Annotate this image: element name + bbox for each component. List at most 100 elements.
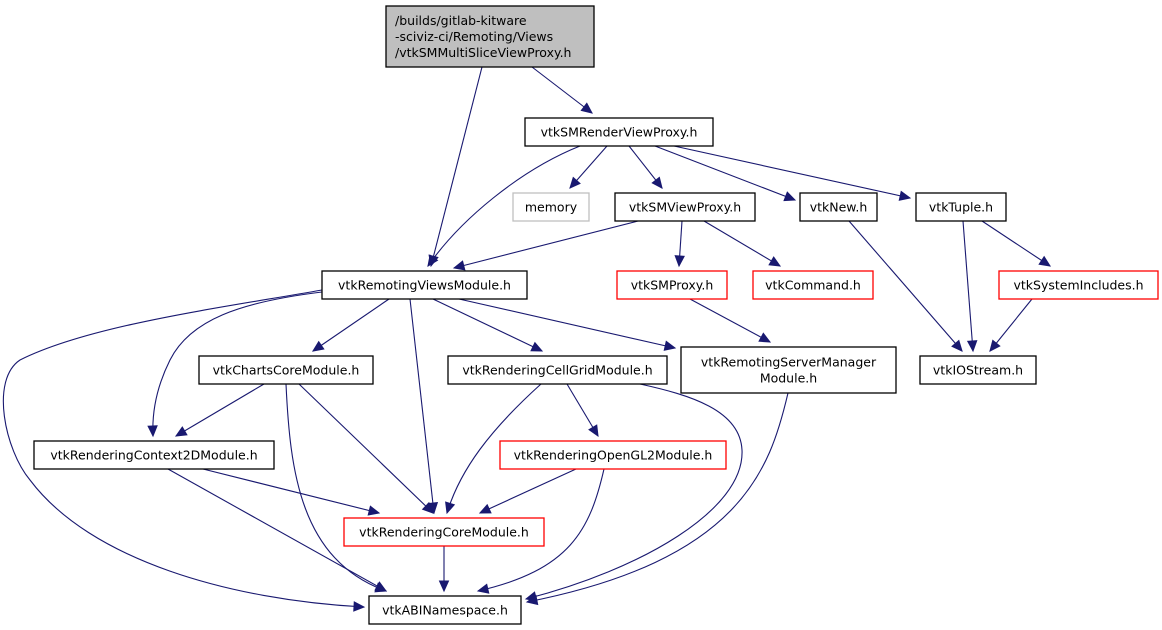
node-box	[919, 355, 1037, 385]
node-renderingcore[interactable]: vtkRenderingCoreModule.h	[343, 517, 545, 547]
edge-root-to-renderviewproxy	[531, 66, 593, 114]
arrowhead-icon	[367, 505, 381, 516]
edge-cellgrid-to-abinamespace	[524, 383, 743, 602]
node-systemincludes[interactable]: vtkSystemIncludes.h	[998, 270, 1159, 300]
edge-line	[312, 298, 390, 352]
node-label: vtkSMProxy.h	[631, 278, 714, 293]
arrowhead-icon	[445, 501, 456, 515]
arrowhead-icon	[476, 583, 490, 594]
edge-opengl2-to-renderingcore	[478, 468, 577, 514]
edge-line	[479, 468, 577, 514]
node-label: vtkSMViewProxy.h	[629, 200, 741, 215]
edge-chartscore-to-renderingcore	[298, 383, 434, 514]
node-label: vtkIOStream.h	[933, 363, 1023, 378]
edge-remotingviews-to-abinamespace	[2, 289, 366, 612]
edge-vtknew-to-iostream	[848, 220, 963, 352]
edge-cellgrid-to-opengl2	[566, 383, 599, 438]
edge-renderviewproxy-to-viewproxy	[628, 145, 663, 189]
node-label: /vtkSMMultiSliceViewProxy.h	[395, 45, 571, 60]
arrowhead-icon	[898, 190, 912, 201]
node-label: vtkRenderingCellGridModule.h	[462, 363, 652, 378]
node-box	[614, 192, 756, 222]
edge-line	[477, 468, 605, 592]
arrowhead-icon	[651, 176, 663, 189]
edge-viewproxy-to-command	[703, 220, 782, 267]
edge-renderingcore-to-abinamespace	[438, 546, 450, 593]
edge-remotingviews-to-servermanager	[458, 298, 677, 351]
edge-renderviewproxy-to-remotingviews	[427, 145, 581, 267]
edge-line	[427, 145, 581, 267]
arrowhead-icon	[951, 339, 963, 352]
edge-viewproxy-to-smproxy	[674, 220, 685, 268]
arrowhead-icon	[421, 501, 434, 514]
node-label: vtkRemotingViewsModule.h	[338, 278, 511, 293]
node-cellgrid[interactable]: vtkRenderingCellGridModule.h	[447, 355, 668, 385]
node-box	[998, 270, 1159, 300]
arrowhead-icon	[758, 332, 772, 343]
edge-systemincludes-to-iostream	[989, 298, 1033, 352]
node-box	[680, 346, 897, 394]
arrowhead-icon	[588, 424, 599, 438]
edge-remotingviews-to-context2d	[147, 291, 323, 438]
node-label: vtkNew.h	[810, 200, 868, 215]
node-label: Module.h	[760, 371, 817, 386]
arrowhead-icon	[1038, 255, 1052, 267]
arrowhead-icon	[768, 256, 782, 267]
node-label: vtkCommand.h	[765, 278, 861, 293]
edge-cellgrid-to-renderingcore	[445, 383, 542, 515]
node-viewproxy[interactable]: vtkSMViewProxy.h	[614, 192, 756, 222]
edge-line	[981, 220, 1051, 267]
arrowhead-icon	[569, 176, 581, 189]
node-box	[512, 192, 590, 222]
node-label: vtkRenderingOpenGL2Module.h	[514, 448, 713, 463]
node-command[interactable]: vtkCommand.h	[752, 270, 874, 300]
edge-chartscore-to-context2d	[174, 383, 265, 437]
node-label: vtkSMRenderViewProxy.h	[541, 125, 698, 140]
node-chartscore[interactable]: vtkChartsCoreModule.h	[198, 355, 374, 385]
arrowhead-icon	[374, 581, 388, 592]
arrowhead-icon	[663, 340, 677, 351]
edge-vtktuple-to-iostream	[962, 220, 978, 353]
edge-viewproxy-to-remotingviews	[452, 220, 639, 271]
arrowhead-icon	[452, 260, 466, 271]
arrowhead-icon	[174, 426, 188, 437]
node-context2d[interactable]: vtkRenderingContext2DModule.h	[33, 440, 275, 470]
node-box	[198, 355, 374, 385]
arrowhead-icon	[353, 601, 366, 612]
arrowhead-icon	[147, 425, 158, 438]
node-iostream[interactable]: vtkIOStream.h	[919, 355, 1037, 385]
arrowhead-icon	[311, 340, 325, 352]
edge-servermanager-to-abinamespace	[525, 392, 789, 606]
node-opengl2[interactable]: vtkRenderingOpenGL2Module.h	[499, 440, 727, 470]
node-label: /builds/gitlab-kitware	[395, 13, 527, 28]
node-label: vtkRenderingCoreModule.h	[359, 525, 529, 540]
arrowhead-icon	[580, 102, 593, 114]
node-box	[447, 355, 668, 385]
edge-vtktuple-to-systemincludes	[981, 220, 1052, 267]
arrowhead-icon	[478, 503, 492, 514]
node-label: vtkRemotingServerManager	[701, 355, 877, 370]
edge-line	[175, 383, 265, 437]
node-label: -sciviz-ci/Remoting/Views	[395, 29, 553, 44]
node-renderviewproxy[interactable]: vtkSMRenderViewProxy.h	[524, 117, 714, 147]
node-vtknew[interactable]: vtkNew.h	[799, 192, 878, 222]
node-abinamespace[interactable]: vtkABINamespace.h	[368, 595, 522, 625]
edge-line	[525, 383, 743, 600]
node-vtktuple[interactable]: vtkTuple.h	[915, 192, 1007, 222]
nodes-layer: /builds/gitlab-kitware-sciviz-ci/Remotin…	[33, 5, 1159, 625]
arrowhead-icon	[989, 339, 1001, 352]
node-box	[385, 5, 595, 68]
node-box	[752, 270, 874, 300]
node-root[interactable]: /builds/gitlab-kitware-sciviz-ci/Remotin…	[385, 5, 595, 68]
node-smproxy[interactable]: vtkSMProxy.h	[616, 270, 728, 300]
edge-line	[526, 392, 789, 603]
node-remotingviews[interactable]: vtkRemotingViewsModule.h	[321, 270, 528, 300]
edge-renderviewproxy-to-vtktuple	[673, 145, 912, 201]
edge-chartscore-to-abinamespace	[285, 383, 388, 593]
node-label: vtkABINamespace.h	[382, 603, 508, 618]
edge-line	[446, 383, 542, 514]
edge-line	[531, 66, 593, 114]
node-label: vtkRenderingContext2DModule.h	[50, 448, 257, 463]
arrowhead-icon	[783, 191, 797, 202]
